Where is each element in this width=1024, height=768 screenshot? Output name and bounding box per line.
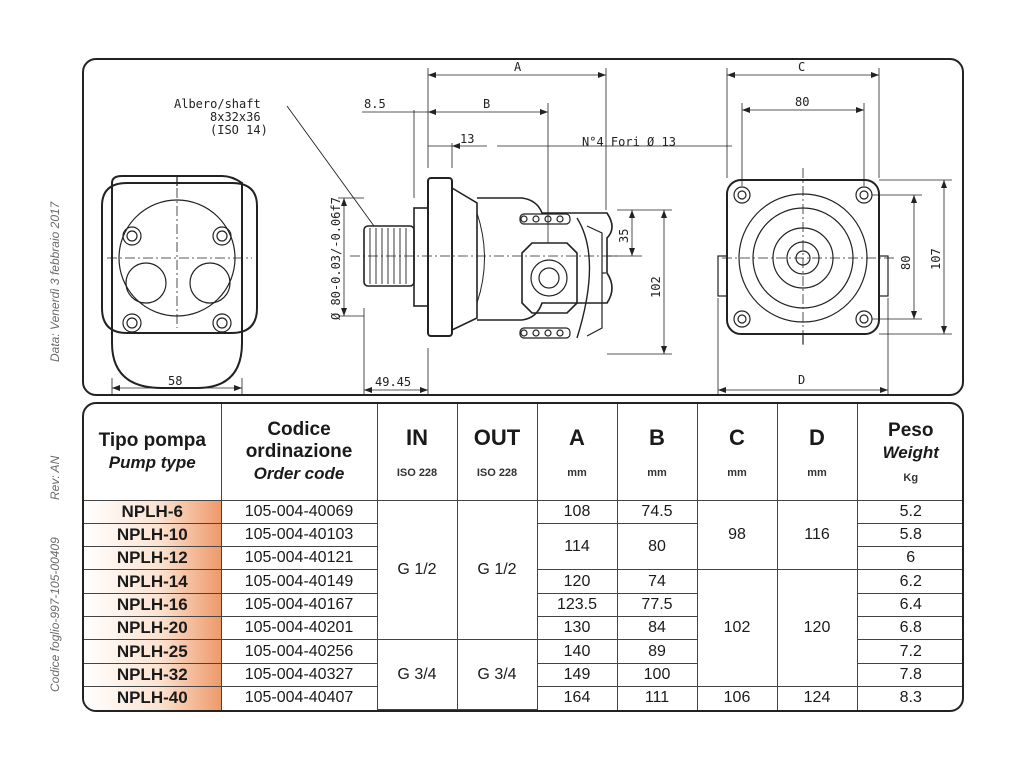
dimension-a-label: A	[514, 60, 522, 74]
header-weight: Peso Weight Kg	[856, 404, 962, 501]
dimension-a-cell: 123.5	[536, 592, 618, 618]
header-a: A mm	[536, 404, 618, 501]
dimension-a-cell: 108	[536, 499, 618, 524]
dimension-35-label: 35	[617, 229, 631, 243]
dimension-107-label: 107	[929, 248, 943, 270]
shaft-callout-line-1: Albero/shaft	[174, 97, 261, 111]
shaft-callout-line-3: (ISO 14)	[210, 123, 268, 137]
shaft-diameter-label: Ø 80-0.03/-0.06f7	[329, 197, 343, 320]
order-code-cell: 105-004-40103	[220, 522, 378, 548]
dimension-b-cell: 74.5	[616, 499, 698, 524]
shaft-callout-line-2: 8x32x36	[210, 110, 261, 124]
dimension-a-cell: 140	[536, 639, 618, 664]
in-thread-cell: G 1/2	[376, 499, 458, 641]
weight-cell: 7.2	[856, 639, 962, 664]
dimension-b-cell: 74	[616, 569, 698, 594]
dimension-c-cell: 102	[696, 569, 778, 688]
revision-label: Rev: AN	[48, 455, 62, 500]
order-code-cell: 105-004-40201	[220, 616, 378, 641]
dimension-a-cell: 120	[536, 569, 618, 594]
dimension-80-top-label: 80	[795, 95, 809, 109]
dimension-a-cell: 114	[536, 522, 618, 571]
weight-cell: 6	[856, 546, 962, 571]
table-row: NPLH-14 105-004-40149 120 74 102 120 6.2	[84, 569, 962, 688]
dimension-d-label: D	[798, 373, 805, 387]
dimension-b-cell: 111	[616, 686, 698, 710]
pump-type-cell: NPLH-20	[84, 616, 222, 641]
dimension-102-label: 102	[649, 276, 663, 298]
weight-cell: 8.3	[856, 686, 962, 710]
dimension-c-cell: 106	[696, 686, 778, 710]
dimension-b-cell: 89	[616, 639, 698, 664]
weight-cell: 5.2	[856, 499, 962, 524]
in-thread-cell: G 3/4	[376, 639, 458, 710]
dimension-b-cell: 80	[616, 522, 698, 571]
dimension-49-45-label: 49.45	[375, 375, 411, 389]
dimension-d-cell: 120	[776, 569, 858, 688]
pump-type-cell: NPLH-10	[84, 522, 222, 548]
order-code-cell: 105-004-40121	[220, 546, 378, 571]
header-order-code: Codice ordinazione Order code	[220, 404, 378, 501]
weight-cell: 6.8	[856, 616, 962, 641]
order-code-cell: 105-004-40256	[220, 639, 378, 664]
header-out: OUT ISO 228	[456, 404, 538, 501]
table-row: NPLH-40 105-004-40407 164 111 106 124 8.…	[84, 686, 962, 710]
dimension-a-cell: 164	[536, 686, 618, 710]
header-b: B mm	[616, 404, 698, 501]
out-thread-cell: G 3/4	[456, 639, 538, 710]
pump-type-cell: NPLH-40	[84, 686, 222, 710]
table-row: NPLH-16 105-004-40167 123.5 77.5 6.4	[84, 592, 962, 618]
pump-type-cell: NPLH-14	[84, 569, 222, 594]
dimension-d-cell: 116	[776, 499, 858, 571]
technical-drawing: A B 8.5 13 N°4 Fori Ø 13 C 80 D 58 49.45…	[101, 60, 952, 396]
dimension-c-label: C	[798, 60, 805, 74]
out-thread-cell: G 1/2	[456, 499, 538, 641]
dimension-13-label: 13	[460, 132, 474, 146]
dimension-b-cell: 100	[616, 662, 698, 688]
dimension-80-right-label: 80	[899, 256, 913, 270]
order-code-cell: 105-004-40167	[220, 592, 378, 618]
pump-type-cell: NPLH-12	[84, 546, 222, 571]
dimension-b-cell: 84	[616, 616, 698, 641]
pump-type-cell: NPLH-16	[84, 592, 222, 618]
pump-side-view	[363, 177, 613, 339]
technical-drawing-frame	[82, 58, 964, 396]
table-row: NPLH-10 105-004-40103 114 80 5.8	[84, 522, 962, 571]
header-pump-type: Tipo pompa Pump type	[84, 404, 222, 501]
spec-table-frame: Tipo pompa Pump type Codice ordinazione …	[82, 402, 964, 712]
dimension-d-cell: 124	[776, 686, 858, 710]
table-row: NPLH-32 105-004-40327 149 100 7.8	[84, 662, 962, 688]
pump-type-cell: NPLH-32	[84, 662, 222, 688]
table-row: NPLH-6 105-004-40069 G 1/2 G 1/2 108 74.…	[84, 499, 962, 641]
dimension-8-5-label: 8.5	[364, 97, 386, 111]
pump-type-cell: NPLH-25	[84, 639, 222, 664]
table-row: NPLH-12 105-004-40121 6	[84, 546, 962, 571]
dimension-a-cell: 149	[536, 662, 618, 688]
pump-type-cell: NPLH-6	[84, 499, 222, 524]
table-header-row: Tipo pompa Pump type Codice ordinazione …	[84, 404, 962, 501]
dimension-b-cell: 77.5	[616, 592, 698, 618]
order-code-cell: 105-004-40407	[220, 686, 378, 710]
dimension-a-cell: 130	[536, 616, 618, 641]
date-label: Data: Venerdì 3 febbraio 2017	[48, 201, 62, 362]
weight-cell: 5.8	[856, 522, 962, 548]
sheet-code-label: Codice foglio-997-105-00409	[48, 537, 62, 692]
dimension-58-label: 58	[168, 374, 182, 388]
order-code-cell: 105-004-40149	[220, 569, 378, 594]
dimension-c-cell: 98	[696, 499, 778, 571]
order-code-cell: 105-004-40069	[220, 499, 378, 524]
table-row: NPLH-25 105-004-40256 G 3/4 G 3/4 140 89…	[84, 639, 962, 710]
weight-cell: 6.2	[856, 569, 962, 594]
header-d: D mm	[776, 404, 858, 501]
dimension-b-label: B	[483, 97, 490, 111]
spec-table: Tipo pompa Pump type Codice ordinazione …	[84, 404, 962, 710]
table-row: NPLH-20 105-004-40201 130 84 6.8	[84, 616, 962, 641]
weight-cell: 6.4	[856, 592, 962, 618]
flange-front-view	[101, 175, 258, 389]
order-code-cell: 105-004-40327	[220, 662, 378, 688]
header-c: C mm	[696, 404, 778, 501]
weight-cell: 7.8	[856, 662, 962, 688]
header-in: IN ISO 228	[376, 404, 458, 501]
holes-note-label: N°4 Fori Ø 13	[582, 135, 676, 149]
